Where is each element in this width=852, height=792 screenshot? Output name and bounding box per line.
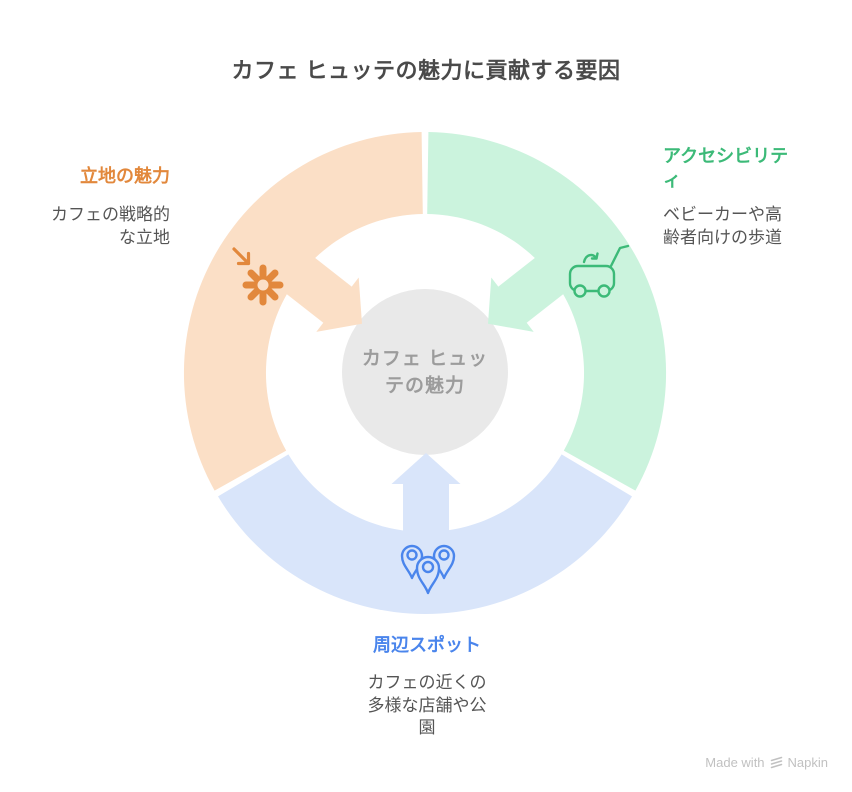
factor-label-location: 立地の魅力 bbox=[80, 166, 170, 186]
stroller-wheel-left bbox=[573, 284, 587, 298]
stroller-body bbox=[568, 264, 616, 293]
watermark-prefix: Made with bbox=[705, 755, 765, 770]
factor-description-accessibility: ベビーカーや高 齢者向けの歩道 bbox=[663, 205, 782, 247]
napkin-logo-icon bbox=[770, 756, 782, 769]
map-pin-front-dot bbox=[421, 560, 435, 574]
page-title: カフェ ヒュッテの魅力に貢献する要因 bbox=[231, 58, 621, 83]
factor-block-accessibility: アクセシビリテ ィ ベビーカーや高 齢者向けの歩道 bbox=[663, 144, 823, 249]
factor-block-location: 立地の魅力 カフェの戦略的 な立地 bbox=[51, 164, 170, 249]
factor-block-nearby-spots: 周辺スポット カフェの近くの 多様な店舗や公 園 bbox=[368, 633, 487, 740]
stroller-handle bbox=[609, 244, 630, 268]
watermark: Made with Napkin bbox=[705, 755, 828, 770]
factor-label-nearby-spots: 周辺スポット bbox=[373, 635, 481, 655]
map-pin-back-left-dot bbox=[406, 549, 418, 561]
segment-band-accessibility bbox=[427, 132, 667, 491]
stroller-swoosh bbox=[582, 252, 599, 264]
segment-band-location bbox=[183, 132, 423, 491]
center-circle bbox=[342, 289, 508, 455]
center-label: カフェ ヒュッ テの魅力 bbox=[361, 348, 489, 397]
stroller-wheel-right bbox=[597, 284, 611, 298]
arrow-location bbox=[280, 253, 362, 332]
map-pins-icon bbox=[400, 544, 456, 595]
factor-description-location: カフェの戦略的 な立地 bbox=[51, 205, 170, 247]
pointer-arrow-icon bbox=[232, 247, 251, 266]
stroller-icon bbox=[568, 244, 630, 298]
flower-icon-center-hole bbox=[257, 279, 269, 291]
arrow-nearby-spots bbox=[391, 453, 461, 538]
factor-label-accessibility: アクセシビリテ ィ bbox=[663, 146, 789, 190]
arrow-accessibility bbox=[488, 253, 570, 332]
map-pin-back-right-dot bbox=[438, 549, 450, 561]
watermark-brand: Napkin bbox=[787, 755, 828, 770]
factor-description-nearby-spots: カフェの近くの 多様な店舗や公 園 bbox=[367, 673, 487, 737]
